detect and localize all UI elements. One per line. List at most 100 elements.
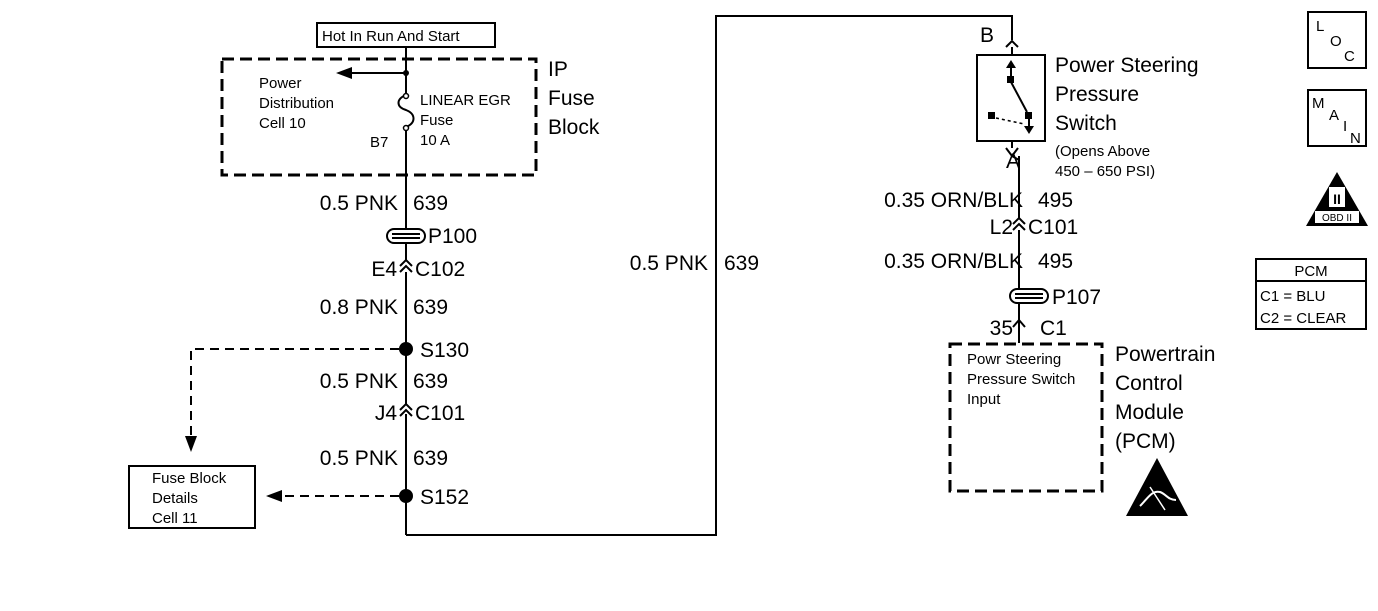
svg-text:Distribution: Distribution (259, 95, 334, 112)
svg-text:OBD II: OBD II (1322, 213, 1352, 224)
wire-label-2: 0.8 PNK 639 (320, 296, 448, 319)
svg-text:0.35 ORN/BLK: 0.35 ORN/BLK (884, 250, 1023, 273)
svg-text:495: 495 (1038, 189, 1073, 212)
svg-text:J4: J4 (375, 402, 398, 425)
svg-text:639: 639 (413, 296, 448, 319)
c102-label: E4 C102 (371, 258, 465, 281)
svg-text:E4: E4 (371, 258, 397, 281)
power-distribution-reference: Power Distribution Cell 10 (259, 75, 334, 132)
c101-right-connector-icon (1012, 216, 1026, 231)
svg-text:(PCM): (PCM) (1115, 430, 1176, 453)
p100-label: P100 (428, 225, 477, 248)
wire-label-6: 0.35 ORN/BLK 495 (884, 189, 1073, 212)
svg-text:450 – 650 PSI): 450 – 650 PSI) (1055, 163, 1155, 180)
wire-label-7: 0.35 ORN/BLK 495 (884, 250, 1073, 273)
svg-text:0.8 PNK: 0.8 PNK (320, 296, 398, 319)
wire-label-5: 0.5 PNK 639 (630, 252, 759, 275)
esd-warning-icon (1126, 458, 1188, 516)
svg-text:I: I (1343, 118, 1347, 135)
s130-label: S130 (420, 339, 469, 362)
svg-text:PCM: PCM (1294, 263, 1327, 280)
svg-text:L: L (1316, 18, 1324, 35)
svg-text:N: N (1350, 130, 1361, 147)
pcm-input-label: Powr Steering Pressure Switch Input (967, 351, 1075, 408)
p100-grommet-icon (386, 228, 426, 244)
svg-text:Cell 10: Cell 10 (259, 115, 306, 132)
wire-label-3: 0.5 PNK 639 (320, 370, 448, 393)
svg-text:10 A: 10 A (420, 132, 450, 149)
ip-fuse-block-title: IP Fuse Block (548, 58, 600, 139)
feed-wire (352, 47, 407, 74)
svg-text:Cell 11: Cell 11 (152, 510, 198, 527)
svg-text:Input: Input (967, 391, 1001, 408)
c1-label: 35 C1 (990, 317, 1067, 340)
svg-text:LINEAR EGR: LINEAR EGR (420, 92, 511, 109)
c102-connector-icon (399, 258, 413, 273)
svg-text:O: O (1330, 33, 1342, 50)
ip-fuse-block-outline (220, 57, 538, 177)
svg-text:Fuse: Fuse (548, 87, 595, 110)
svg-text:C1: C1 (1040, 317, 1067, 340)
fuse-icon (397, 73, 415, 175)
svg-text:II: II (1333, 191, 1341, 207)
svg-text:M: M (1312, 95, 1325, 112)
svg-text:A: A (1329, 107, 1339, 124)
svg-text:L2: L2 (990, 216, 1013, 239)
fuse-block-details-label: Fuse Block Details Cell 11 (152, 470, 227, 527)
svg-text:Powertrain: Powertrain (1115, 343, 1215, 366)
svg-text:C102: C102 (415, 258, 465, 281)
terminal-b-label: B (980, 24, 994, 47)
p107-label: P107 (1052, 286, 1101, 309)
svg-text:Control: Control (1115, 372, 1183, 395)
c101-right-label: L2 C101 (990, 216, 1079, 239)
arrow-down-icon (185, 436, 197, 452)
svg-text:C101: C101 (415, 402, 465, 425)
svg-text:639: 639 (413, 370, 448, 393)
main-icon: M A I N (1307, 89, 1367, 147)
fuse-block-details-box (128, 465, 256, 529)
svg-text:Power Steering: Power Steering (1055, 54, 1199, 77)
svg-text:(Opens Above: (Opens Above (1055, 143, 1150, 160)
svg-text:0.5 PNK: 0.5 PNK (320, 447, 398, 470)
s130-splice-icon (399, 342, 413, 356)
fuse-label: LINEAR EGR Fuse 10 A (420, 92, 511, 149)
svg-text:Details: Details (152, 490, 198, 507)
svg-text:0.5 PNK: 0.5 PNK (320, 370, 398, 393)
hot-in-run-label: Hot In Run And Start (322, 28, 460, 45)
svg-text:639: 639 (413, 447, 448, 470)
s152-label: S152 (420, 486, 469, 509)
obd-ii-icon: II OBD II (1306, 172, 1368, 226)
p107-grommet-icon (1009, 288, 1049, 304)
pcm-title: Powertrain Control Module (PCM) (1115, 343, 1215, 453)
wire-label-1: 0.5 PNK 639 (320, 192, 448, 215)
svg-text:35: 35 (990, 317, 1013, 340)
loc-icon: L O C (1307, 11, 1367, 69)
pcm-connector-legend: PCM C1 = BLU C2 = CLEAR (1255, 258, 1367, 330)
svg-text:0.5 PNK: 0.5 PNK (630, 252, 708, 275)
svg-text:IP: IP (548, 58, 568, 81)
svg-text:Powr Steering: Powr Steering (967, 351, 1061, 368)
c101-left-label: J4 C101 (375, 402, 465, 425)
svg-text:Block: Block (548, 116, 600, 139)
arrow-left-icon (336, 67, 352, 79)
terminal-a-label: A (1006, 150, 1020, 173)
svg-text:0.35 ORN/BLK: 0.35 ORN/BLK (884, 189, 1023, 212)
svg-text:C: C (1344, 48, 1355, 65)
arrow-left-icon (266, 490, 282, 502)
svg-text:Pressure Switch: Pressure Switch (967, 371, 1075, 388)
svg-text:Module: Module (1115, 401, 1184, 424)
svg-text:495: 495 (1038, 250, 1073, 273)
ps-switch-title: Power Steering Pressure Switch (1055, 54, 1199, 135)
svg-text:639: 639 (724, 252, 759, 275)
wire-label-4: 0.5 PNK 639 (320, 447, 448, 470)
fuse-pin-b7: B7 (370, 134, 388, 151)
svg-text:639: 639 (413, 192, 448, 215)
svg-text:Pressure: Pressure (1055, 83, 1139, 106)
svg-text:C2 = CLEAR: C2 = CLEAR (1260, 310, 1346, 327)
loop-wire (406, 15, 1013, 536)
terminal-b-icon (1005, 39, 1019, 48)
svg-text:C1 = BLU: C1 = BLU (1260, 288, 1325, 305)
ps-switch-icon (988, 60, 1034, 134)
svg-text:Fuse Block: Fuse Block (152, 470, 227, 487)
